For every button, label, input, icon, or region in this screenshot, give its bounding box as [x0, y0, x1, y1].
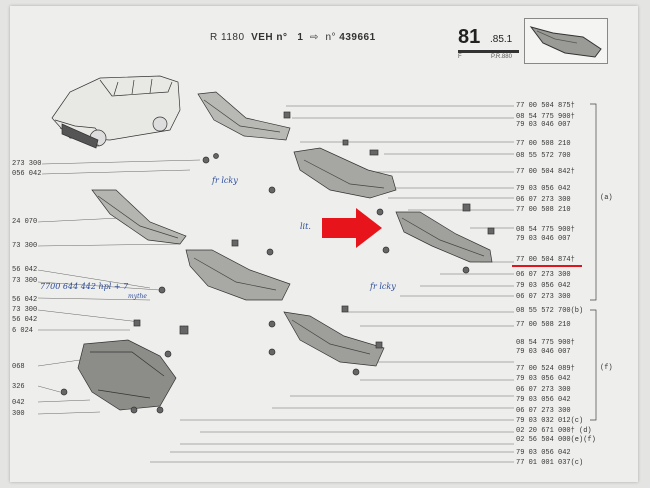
left-label: 068	[12, 363, 25, 371]
left-label: 300	[12, 410, 25, 418]
part-number: 77 01 001 037(c)	[516, 459, 584, 467]
shield-part-left	[91, 189, 187, 245]
left-label: 273 300	[12, 160, 42, 168]
part-number: 08 55 572 700	[516, 152, 571, 160]
veh-label: VEH n°	[251, 32, 288, 43]
part-number: 79 03 056 042	[516, 396, 571, 404]
part-number: 77 00 524 089†	[516, 365, 575, 373]
left-label: 73 300	[12, 277, 38, 285]
page-number-minor: .85.1	[490, 34, 513, 45]
left-label: 73 300	[12, 306, 38, 314]
part-number: 06 07 273 300	[516, 271, 571, 279]
handwritten-note: fr lcky	[212, 176, 238, 185]
bracket-letter-f: (f)	[600, 364, 613, 372]
part-number: 77 00 508 210	[516, 321, 571, 329]
part-number-highlighted: 77 00 504 874†	[516, 256, 575, 264]
highlight-underline	[512, 265, 582, 267]
left-label: 24 070	[12, 218, 38, 226]
shield-part-bottom-left	[77, 339, 177, 411]
part-thumbnail	[524, 18, 608, 64]
part-number: 06 07 273 300	[516, 293, 571, 301]
left-label: 56 042	[12, 316, 38, 324]
arrow-right-icon: ⇨	[310, 32, 319, 43]
part-number: 79 03 056 042	[516, 449, 571, 457]
shield-part-arrowed	[395, 211, 493, 263]
header-pr-code: P.R.880	[491, 54, 512, 60]
model-ref: R 1180	[210, 32, 245, 43]
part-number: 08 54 775 900†	[516, 226, 575, 234]
part-number: 77 00 504 842†	[516, 168, 575, 176]
part-number: 79 03 046 007	[516, 121, 571, 129]
thumbnail-part-icon	[529, 26, 602, 58]
part-number: 79 03 056 042	[516, 185, 571, 193]
left-label: 042	[12, 399, 25, 407]
left-label: 056 042	[12, 170, 42, 178]
part-number: 06 07 273 300	[516, 407, 571, 415]
part-number: 06 07 273 300	[516, 196, 571, 204]
left-label: 73 300	[12, 242, 38, 250]
veh-value: 1	[297, 32, 304, 43]
left-label: 326	[12, 383, 25, 391]
handwritten-note: lit.	[300, 222, 311, 231]
part-number: 08 54 775 900†	[516, 113, 575, 121]
handwritten-note: mythe	[128, 293, 147, 300]
car-sketch	[51, 75, 181, 149]
part-number: 77 00 508 210	[516, 140, 571, 148]
part-number: 79 03 046 007	[516, 235, 571, 243]
part-number: 02 20 671 000† (d)	[516, 427, 592, 435]
part-number: 79 03 056 042	[516, 282, 571, 290]
part-number: 08 55 572 700(b)	[516, 307, 584, 315]
serial-number: 439661	[339, 32, 376, 43]
shield-part-lower-right	[283, 311, 385, 367]
shield-part-center	[293, 147, 397, 199]
shield-part-top	[197, 91, 291, 141]
part-number: 79 03 032 012(c)	[516, 417, 584, 425]
part-number: 77 00 504 875†	[516, 102, 575, 110]
part-number: 06 07 273 300	[516, 386, 571, 394]
serial-label: n°	[325, 32, 337, 43]
header-divider	[458, 50, 519, 53]
header-reference: R 1180 VEH n° 1 ⇨ n° 439661	[210, 32, 376, 43]
part-number: 79 03 046 007	[516, 348, 571, 356]
shield-part-lower	[185, 249, 291, 301]
part-number: 79 03 056 042	[516, 375, 571, 383]
part-number: 77 00 508 210	[516, 206, 571, 214]
left-label: 56 042	[12, 296, 38, 304]
handwritten-note: 7700 644 442 hpl + 7	[40, 282, 129, 291]
header-f-mark: F	[458, 54, 462, 60]
left-label: 6 024	[12, 327, 34, 335]
handwritten-note: fr lcky	[370, 282, 396, 291]
left-label: 56 042	[12, 266, 38, 274]
part-number: 08 54 775 900†	[516, 339, 575, 347]
bracket-letter-a: (a)	[600, 194, 613, 202]
part-number: 02 56 504 000(e)(f)	[516, 436, 596, 444]
page-number-major: 81	[458, 26, 481, 48]
highlight-arrow-icon	[322, 208, 382, 248]
